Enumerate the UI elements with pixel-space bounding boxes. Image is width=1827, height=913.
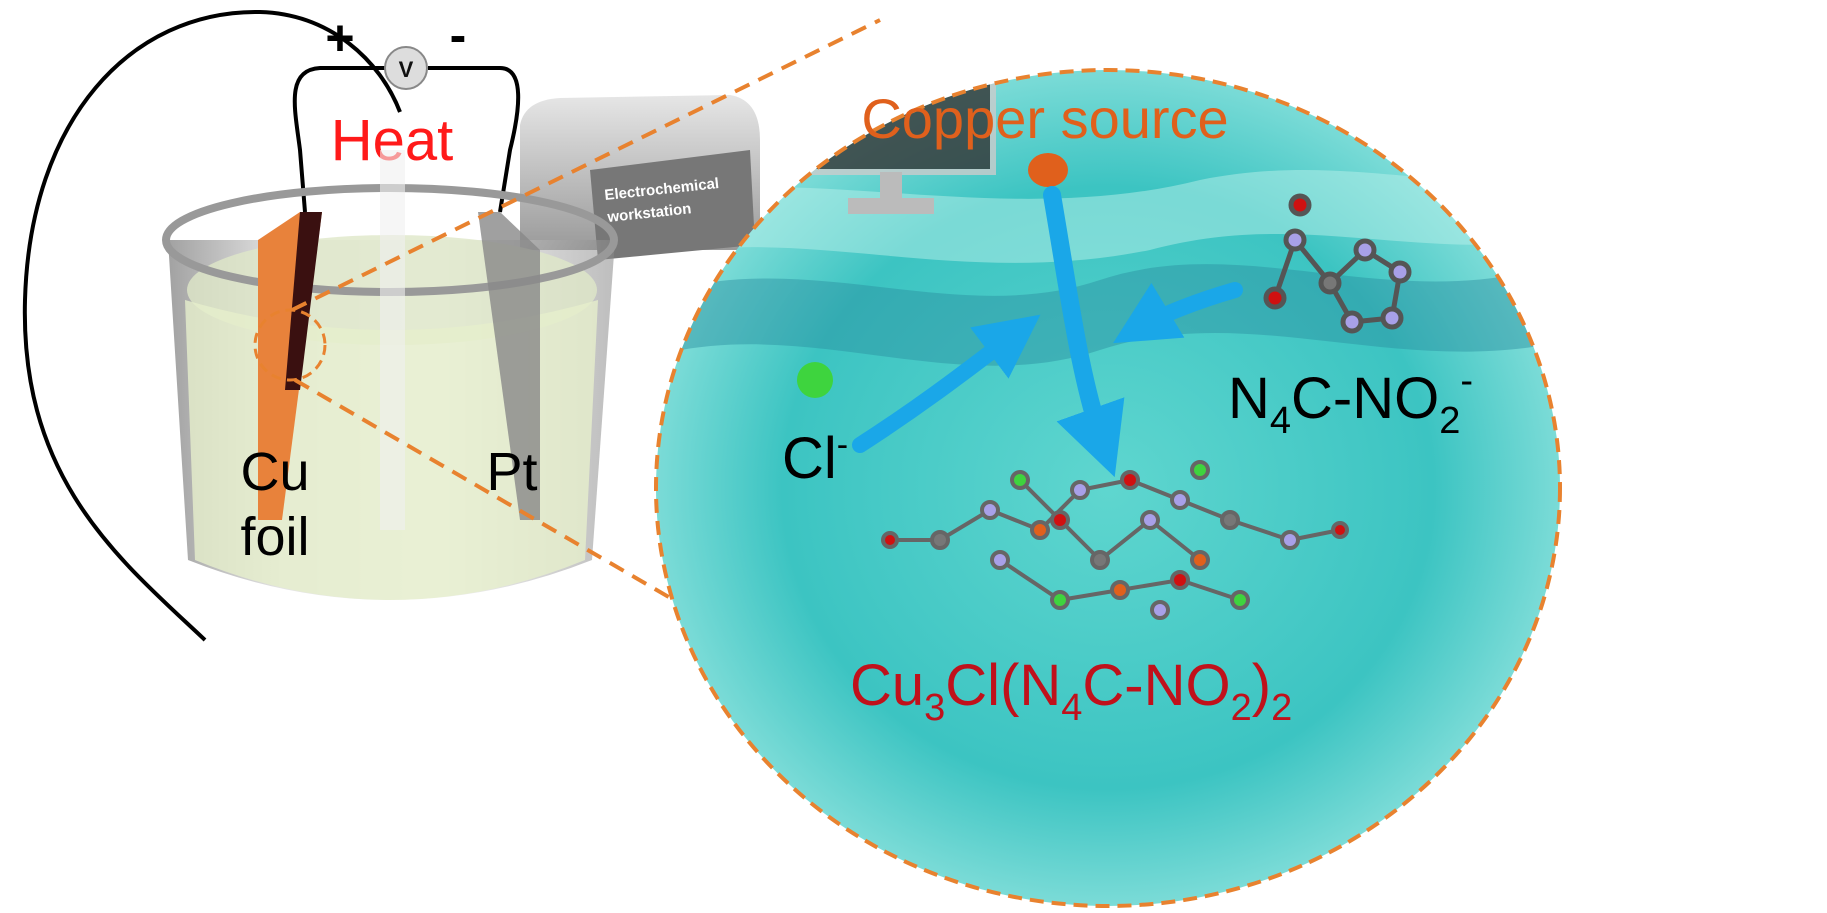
ligand-label: N4C-NO2- bbox=[1228, 360, 1473, 442]
cathode-label: Pt bbox=[486, 442, 537, 502]
beaker: Cu foil Pt bbox=[162, 150, 618, 600]
circuit: V + - Heat bbox=[292, 7, 521, 213]
electrochemical-workstation: Electrochemical workstation bbox=[520, 95, 760, 260]
voltmeter-label: V bbox=[399, 57, 414, 82]
anode-label-line1: Cu bbox=[240, 442, 309, 502]
plus-terminal: + bbox=[325, 10, 354, 66]
pt-electrode bbox=[478, 212, 540, 520]
zoom-source-circle bbox=[253, 308, 327, 382]
product-structure-icon bbox=[881, 460, 1349, 620]
anode-label-line2: foil bbox=[240, 507, 309, 567]
lead-wire bbox=[22, 9, 402, 642]
copper-ion-icon bbox=[1028, 153, 1068, 187]
reaction-arrows bbox=[852, 186, 1243, 478]
voltmeter-icon bbox=[384, 46, 428, 90]
zoom-view: Copper source bbox=[654, 68, 1562, 908]
chloride-ion-icon bbox=[797, 362, 833, 398]
product-label: Cu3Cl(N4C-NO2)2 bbox=[850, 653, 1292, 729]
ligand-molecule-icon bbox=[1263, 193, 1412, 334]
minus-terminal: - bbox=[450, 7, 467, 63]
copper-source-label: Copper source bbox=[861, 87, 1228, 150]
chloride-label: Cl- bbox=[782, 426, 848, 491]
